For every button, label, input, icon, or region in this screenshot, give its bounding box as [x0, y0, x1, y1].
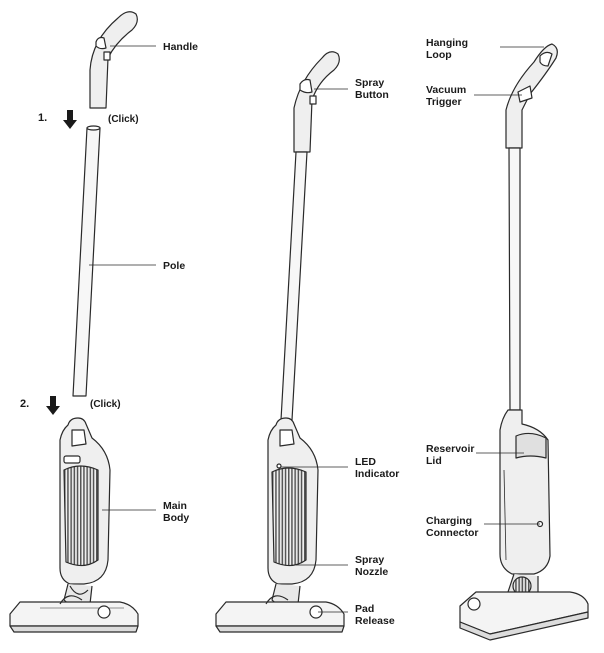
label-line: Release — [355, 615, 395, 627]
label-line: Indicator — [355, 468, 400, 480]
label-line: Main — [163, 500, 187, 512]
label-spray-button: Spray Button — [355, 77, 389, 101]
label-line: Connector — [426, 527, 479, 539]
label-spray-nozzle: Spray Nozzle — [355, 554, 388, 578]
click-note-2: (Click) — [90, 399, 121, 410]
label-line: Nozzle — [355, 566, 389, 578]
pole-top — [86, 125, 101, 131]
mop-head-part-3 — [459, 591, 589, 641]
label-line: Reservoir — [426, 443, 475, 455]
label-line: Pole — [163, 260, 186, 272]
handle-part — [89, 11, 138, 109]
label-line: Body — [163, 512, 190, 524]
callout-lines — [89, 45, 544, 613]
label-pad-release: Pad Release — [355, 603, 395, 627]
mop-head-part-2 — [215, 595, 345, 633]
figure-side — [459, 43, 589, 641]
figure-assembly — [9, 11, 139, 633]
label-vacuum-trigger: Vacuum Trigger — [426, 84, 466, 108]
label-main-body: Main Body — [163, 500, 189, 524]
label-line: LED — [355, 456, 376, 468]
label-line: Lid — [426, 455, 442, 467]
pole-part-3 — [508, 147, 521, 411]
figure-front — [215, 51, 345, 633]
label-line: Hanging — [426, 37, 468, 49]
handle-part-3 — [505, 43, 558, 149]
label-line: Spray — [355, 554, 385, 566]
label-line: Charging — [426, 515, 473, 527]
label-handle: Handle — [163, 41, 198, 53]
label-reservoir-lid: Reservoir Lid — [426, 443, 474, 467]
label-hanging-loop: Hanging Loop — [426, 37, 468, 61]
label-line: Pad — [355, 603, 375, 615]
label-led-indicator: LED Indicator — [355, 456, 399, 480]
mop-head-part — [9, 595, 139, 633]
label-charging-connector: Charging Connector — [426, 515, 479, 539]
label-line: Loop — [426, 49, 452, 61]
label-line: Spray — [355, 77, 385, 89]
label-pole: Pole — [163, 260, 185, 272]
down-arrow-icon — [63, 110, 77, 129]
main-body-part-3 — [499, 409, 551, 575]
handle-part-2 — [293, 51, 340, 153]
label-line: Button — [355, 89, 389, 101]
step-2-number: 2. — [20, 398, 30, 410]
main-body-part — [59, 417, 111, 585]
step-1-number: 1. — [38, 112, 48, 124]
pole-part-2 — [280, 151, 308, 421]
label-line: Vacuum — [426, 84, 467, 96]
down-arrow-icon — [46, 396, 60, 415]
click-note-1: (Click) — [108, 114, 139, 125]
label-line: Trigger — [426, 96, 462, 108]
main-body-part-2 — [267, 417, 319, 585]
pole-part — [72, 127, 101, 397]
label-line: Handle — [163, 41, 199, 53]
